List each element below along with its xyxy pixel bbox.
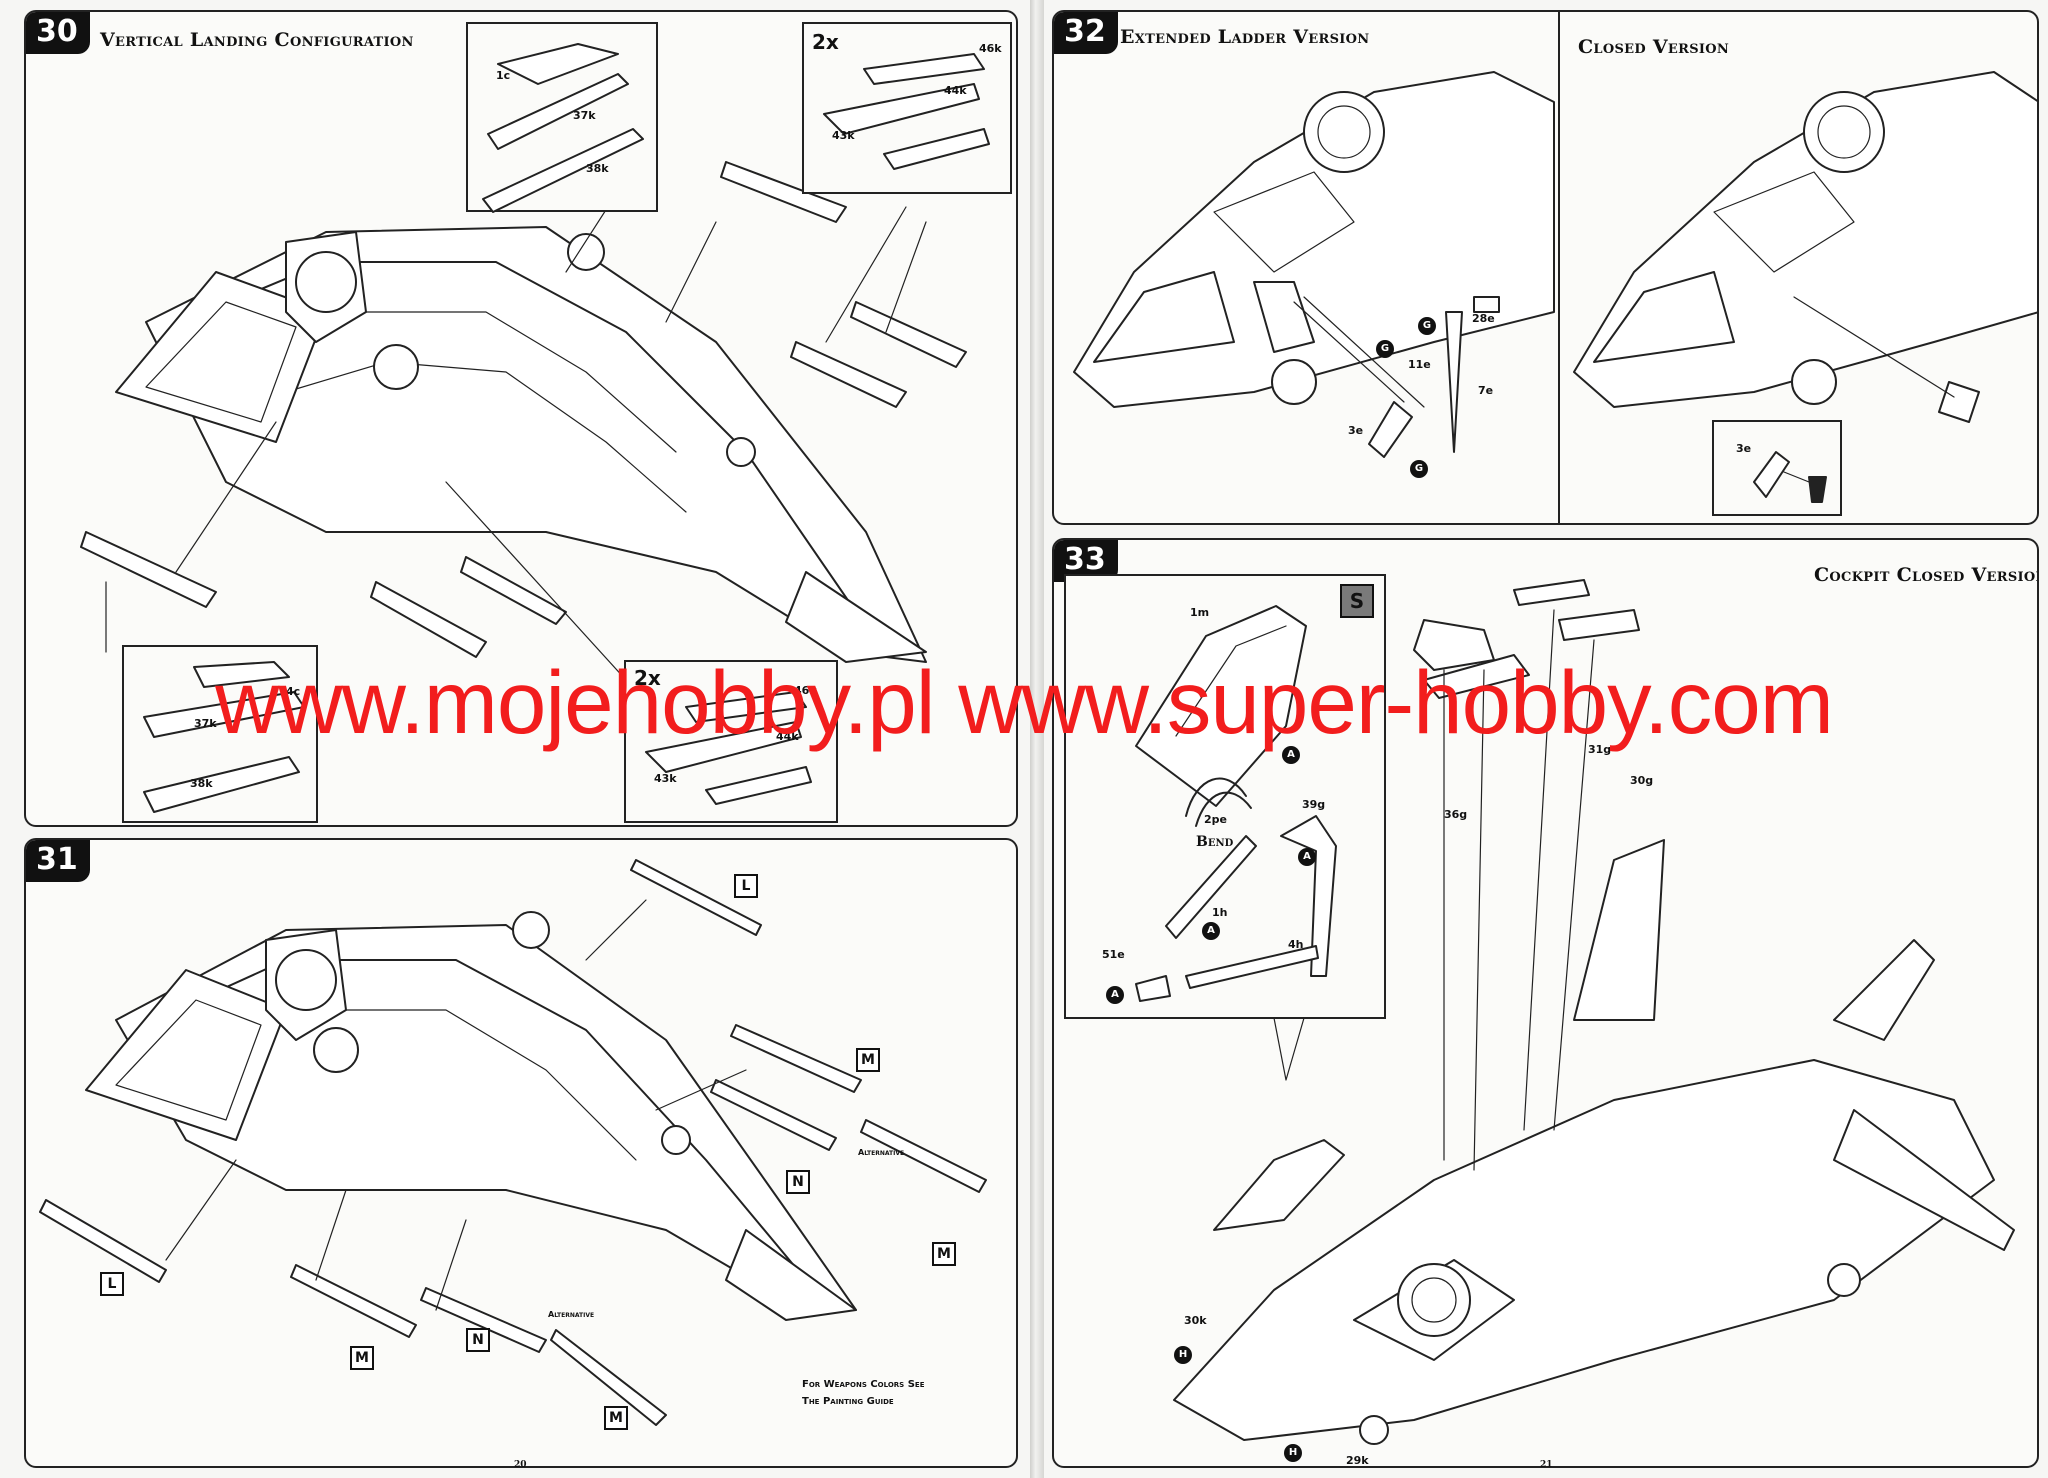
part-37k-b: 37k [194,717,217,730]
step-33-title: Cockpit Closed Version [1814,564,2039,586]
glue-marker-a-2: A [1298,848,1316,866]
part-1c: 1c [496,69,511,82]
glue-marker-a-3: A [1202,922,1220,940]
part-46k: 46k [979,42,1002,55]
part-3e: 3e [1348,424,1364,437]
weapon-tag-m-2: M [932,1242,956,1266]
step-32-title: Extended Ladder Version [1120,26,1370,48]
glue-marker-g-3: G [1418,317,1436,335]
step-31-aircraft-drawing [39,859,987,1426]
watermark: www.mojehobby.pl www.super-hobby.com [215,652,1834,752]
part-11e: 11e [1408,358,1431,371]
step-31-panel: 31 L M N Alternative M L M N Alternative… [24,838,1018,1468]
part-30k: 30k [1184,1314,1207,1327]
closed-version-title: Closed Version [1578,36,1730,58]
part-29k: 29k [1346,1454,1369,1467]
step-32-inset-closed: 3e [1712,420,1842,516]
part-44k: 44k [944,84,967,97]
part-4c: 4c [286,685,301,698]
step-30-inset-bottom-right: 2x 46k 44k 43k [624,660,838,823]
part-43k: 43k [832,129,855,142]
step-30-number: 30 [26,12,90,54]
step-33-canopy-inset: S 1m 2pe Bend 39g 1h 4h 51e A A A A [1064,574,1386,1019]
weapon-tag-m-1: M [856,1048,880,1072]
step-33-aircraft-drawing [1173,579,2015,1445]
part-4h: 4h [1288,938,1304,951]
part-38k: 38k [586,162,609,175]
bend-label: Bend [1196,834,1234,850]
part-31g: 31g [1588,743,1612,756]
multiplier-2x-top: 2x [812,30,839,54]
weapons-note-line-1: For Weapons Colors See [802,1379,925,1390]
part-30g: 30g [1630,774,1654,787]
glue-marker-g-1: G [1376,340,1394,358]
step-30-aircraft-drawing [80,131,967,703]
part-28e: 28e [1472,312,1495,325]
part-46k-b: 46k [794,684,817,697]
page-gutter [1030,0,1044,1478]
step-31-number: 31 [26,840,90,882]
step-33-panel: 33 Cockpit Closed Version S 1m 2pe Bend … [1052,538,2039,1468]
glue-marker-g-2: G [1410,460,1428,478]
step-32-number: 32 [1054,12,1118,54]
glue-marker-a-4: A [1106,986,1124,1004]
weapon-tag-n-1: N [786,1170,810,1194]
step-30-title: Vertical Landing Configuration [100,29,414,51]
step-33-tag-s: S [1340,584,1374,618]
step-30-inset-top-left: 1c 37k 38k [466,22,658,213]
step-30-panel: 30 Vertical Landing Configuration [24,10,1018,827]
part-38k-b: 38k [190,777,213,790]
part-44k-b: 44k [776,730,799,743]
part-36g: 36g [1444,808,1468,821]
weapon-tag-n-2: N [466,1328,490,1352]
alternative-label-1: Alternative [858,1148,905,1157]
glue-marker-h-2: H [1284,1444,1302,1462]
weapon-tag-m-3: M [350,1346,374,1370]
part-37k: 37k [573,109,596,122]
alternative-label-2: Alternative [548,1310,595,1319]
part-1m: 1m [1190,606,1210,619]
page-number-right: 21 [1540,1460,1553,1470]
multiplier-2x-bottom: 2x [634,666,661,690]
weapon-tag-l-top: L [734,874,758,898]
weapon-tag-m-4: M [604,1406,628,1430]
step-32-panel: 32 Extended Ladder Version Closed Versio… [1052,10,2039,525]
step-30-inset-top-right: 2x 46k 44k 43k [802,22,1012,194]
step-32-aircraft-drawing [1073,71,2037,458]
part-51e: 51e [1102,948,1125,961]
step-32-divider [1558,12,1560,523]
weapons-note-line-2: The Painting Guide [802,1396,894,1407]
part-43k-b: 43k [654,772,677,785]
part-7e: 7e [1478,384,1494,397]
part-3e-b: 3e [1736,442,1752,455]
step-30-inset-bottom-left: 4c 37k 38k [122,645,318,823]
part-39g: 39g [1302,798,1326,811]
weapon-tag-l-bottom: L [100,1272,124,1296]
part-2pe: 2pe [1204,813,1227,826]
glue-marker-a-1: A [1282,746,1300,764]
page-number-left: 20 [514,1460,527,1470]
part-1h: 1h [1212,906,1228,919]
glue-marker-h-1: H [1174,1346,1192,1364]
weapons-colors-note: For Weapons Colors See The Painting Guid… [802,1376,924,1410]
